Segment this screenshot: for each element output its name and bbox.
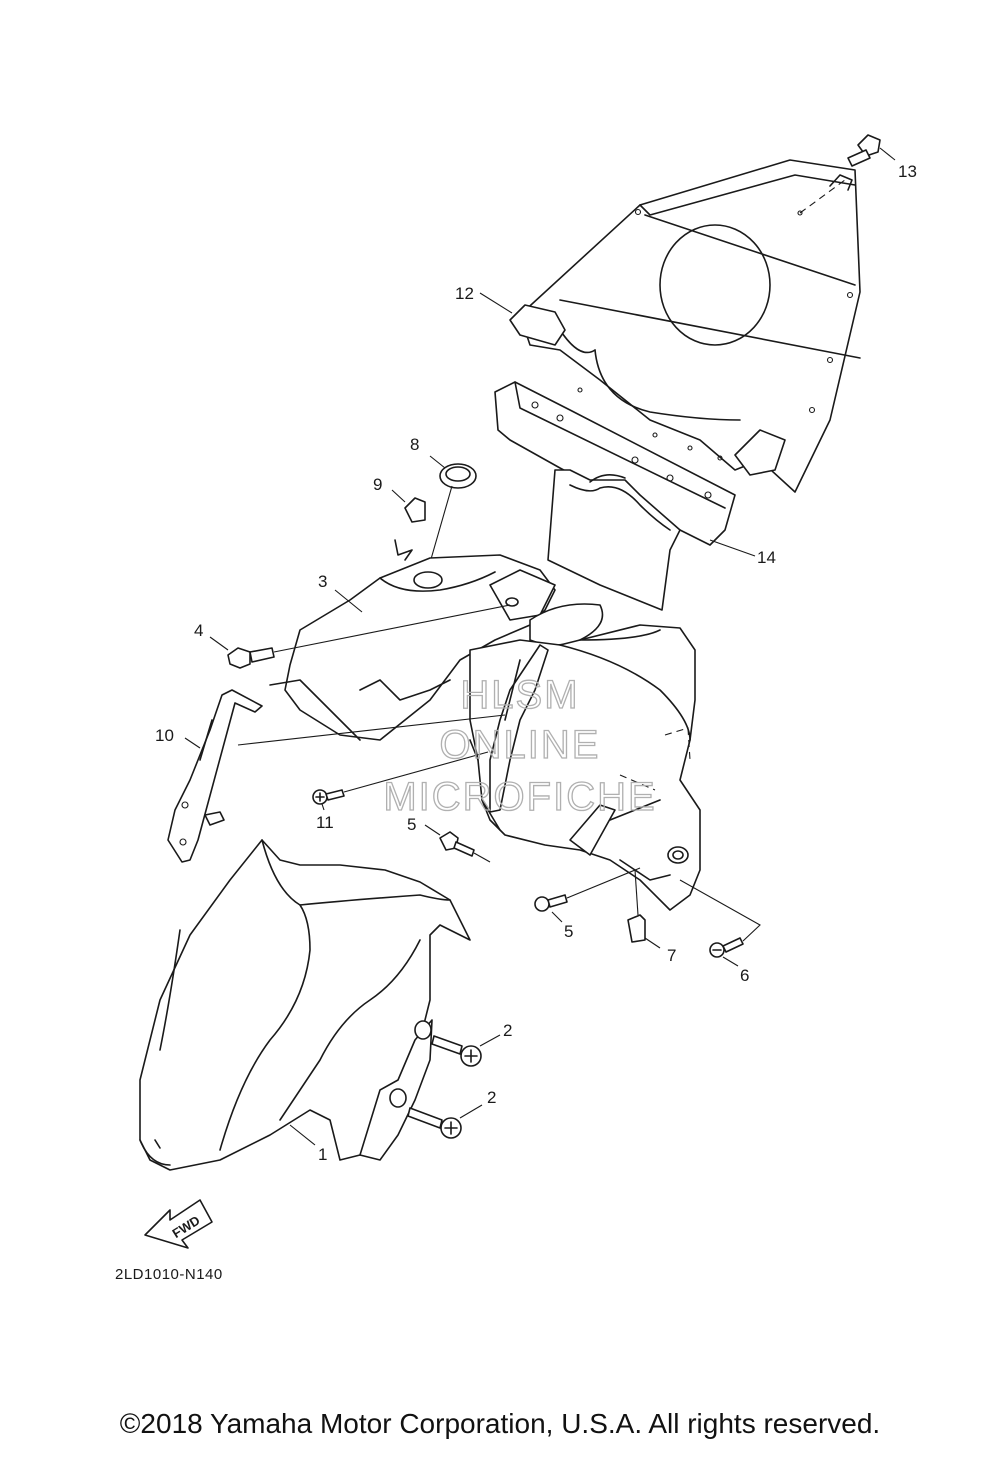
callout-7[interactable]: 7: [667, 946, 676, 965]
callout-3[interactable]: 3: [318, 572, 327, 591]
part-9-clip[interactable]: [391, 489, 426, 561]
callout-14[interactable]: 14: [757, 548, 776, 567]
callout-9[interactable]: 9: [373, 475, 382, 494]
callout-10[interactable]: 10: [155, 726, 174, 745]
part-4-bolt[interactable]: [209, 604, 511, 669]
part-5a-screw[interactable]: [424, 824, 491, 863]
part-12-upper-cover[interactable]: [509, 159, 861, 493]
part-2a-screw[interactable]: [431, 1034, 501, 1067]
part-6-screw[interactable]: [679, 879, 761, 967]
watermark-line-1: HLSM: [460, 673, 579, 717]
callout-6[interactable]: 6: [740, 966, 749, 985]
part-2b-screw[interactable]: [407, 1104, 483, 1139]
copyright-notice: ©2018 Yamaha Motor Corporation, U.S.A. A…: [119, 1408, 881, 1439]
callout-5a[interactable]: 5: [407, 815, 416, 834]
callout-5b[interactable]: 5: [564, 922, 573, 941]
watermark-line-3: MICROFICHE: [383, 775, 656, 819]
part-3-inner-panel[interactable]: [269, 554, 604, 741]
callout-2b[interactable]: 2: [487, 1088, 496, 1107]
part-1-front-fender[interactable]: [139, 839, 471, 1171]
part-7-clip[interactable]: [627, 869, 661, 949]
callout-8[interactable]: 8: [410, 435, 419, 454]
watermark-line-2: ONLINE: [440, 723, 601, 767]
callout-2a[interactable]: 2: [503, 1021, 512, 1040]
diagram-code: 2LD1010-N140: [115, 1266, 223, 1283]
callout-12[interactable]: 12: [455, 284, 474, 303]
callout-13[interactable]: 13: [898, 162, 917, 181]
watermark: HLSM ONLINE MICROFICHE: [383, 672, 656, 819]
callout-4[interactable]: 4: [194, 621, 203, 640]
callouts: 1 2 2 3 4 5 5 6 7 8 9 10 11 12 13 14: [155, 162, 917, 1164]
callout-11[interactable]: 11: [316, 813, 334, 832]
part-14-bracket[interactable]: [494, 381, 756, 611]
part-13-bolt[interactable]: [847, 134, 896, 167]
callout-1[interactable]: 1: [318, 1145, 327, 1164]
part-10-stay[interactable]: [167, 689, 506, 863]
part-11-screw[interactable]: [312, 751, 489, 811]
fwd-arrow-icon: FWD: [144, 1199, 213, 1249]
center-cowl[interactable]: [469, 624, 701, 911]
part-5b-screw[interactable]: [534, 867, 641, 923]
